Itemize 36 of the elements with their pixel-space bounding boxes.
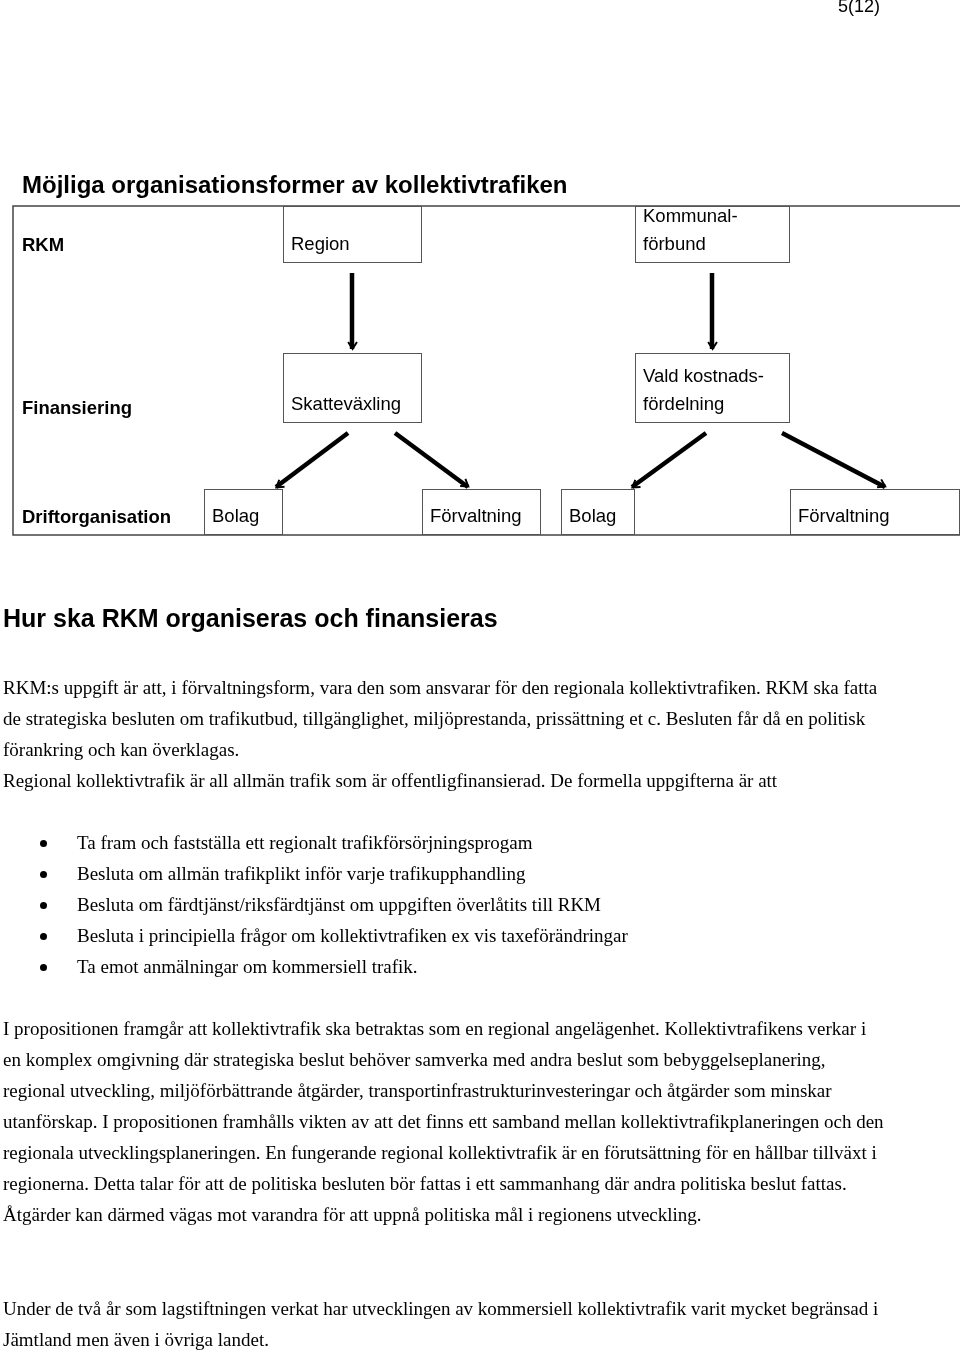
text-box xyxy=(635,353,790,423)
arrow xyxy=(274,431,350,489)
list-item: Ta fram och fastställa ett regionalt trafikförsörjningsprogam xyxy=(77,831,534,855)
arrow xyxy=(707,273,718,350)
box-label: Kommunal- förbund xyxy=(643,204,739,256)
text-box xyxy=(204,489,283,535)
box-label: Skatteväxling xyxy=(291,392,402,416)
list-item: Besluta om färdtjänst/riksfärdtjänst om uppgiften överlåtits till RKM xyxy=(77,893,602,917)
arrow xyxy=(347,273,358,350)
row-label: Finansiering xyxy=(22,397,132,419)
paragraph: I propositionen framgår att kollektivtrafik ska betraktas som en regional angelägenhet. Kollektivtrafikens verkar i en komplex omgivning där strategiska beslut behöver samverka med andra beslut som bebyggelseplanering, regional utveckling, miljöförbättrande åtgärder, transportinfrastrukturinvesteringar och åtgärder som minskar utanförskap. I propositionen framhålls vikten av att det finns ett samband mellan kollektivtrafikplaneringen och den regionala utvecklingsplaneringen. En fungerande regional kollektivtrafik är en förutsättning för en hållbar tillväxt i regionerna. Detta talar för att de politiska besluten bör fattas i ett sammanhang där andra politiska beslut fattas. Åtgärder kan därmed vägas mot varandra för att uppnå politiska mål i regionens utveckling. xyxy=(3,1017,885,1227)
list-item: Besluta i principiella frågor om kollektivtrafiken ex vis taxeförändringar xyxy=(77,924,629,948)
box-label: Förvaltning xyxy=(430,504,522,528)
box-label: Region xyxy=(291,232,350,256)
box-label: Bolag xyxy=(212,504,260,528)
text-box xyxy=(561,489,635,535)
row-label: RKM xyxy=(22,234,65,256)
box-label: Vald kostnads- fördelning xyxy=(643,364,765,416)
list-item: Ta emot anmälningar om kommersiell trafik. xyxy=(77,955,419,979)
text-box xyxy=(422,489,541,535)
paragraph: Regional kollektivtrafik är all allmän trafik som är offentligfinansierad. De formella uppgifterna är att xyxy=(3,769,779,793)
text-box xyxy=(283,206,422,263)
arrow xyxy=(393,431,470,489)
row-label: Driftorganisation xyxy=(22,506,172,528)
text-box xyxy=(283,353,422,423)
text-box xyxy=(790,489,960,535)
arrow xyxy=(780,431,887,489)
section-heading: Hur ska RKM organiseras och finansieras xyxy=(3,604,498,633)
diagram-title: Möjliga organisationsformer av kollektivtrafiken xyxy=(22,171,568,199)
list-item: Besluta om allmän trafikplikt inför varje trafikupphandling xyxy=(77,862,527,886)
box-label: Bolag xyxy=(569,504,617,528)
box-label: Förvaltning xyxy=(798,504,890,528)
paragraph: RKM:s uppgift är att, i förvaltningsform, vara den som ansvarar för den regionala kollektivtrafiken. RKM ska fatta de strategiska besluten om trafikutbud, tillgänglighet, miljöprestanda, prissättning et c. Besluten får då en politisk förankring och kan överklagas. xyxy=(3,676,879,762)
paragraph: Under de två år som lagstiftningen verkat har utvecklingen av kommersiell kollektivtrafik varit mycket begränsad i Jämtland men även i övriga landet. xyxy=(3,1297,880,1352)
text-box xyxy=(635,206,790,263)
arrow xyxy=(630,431,708,489)
